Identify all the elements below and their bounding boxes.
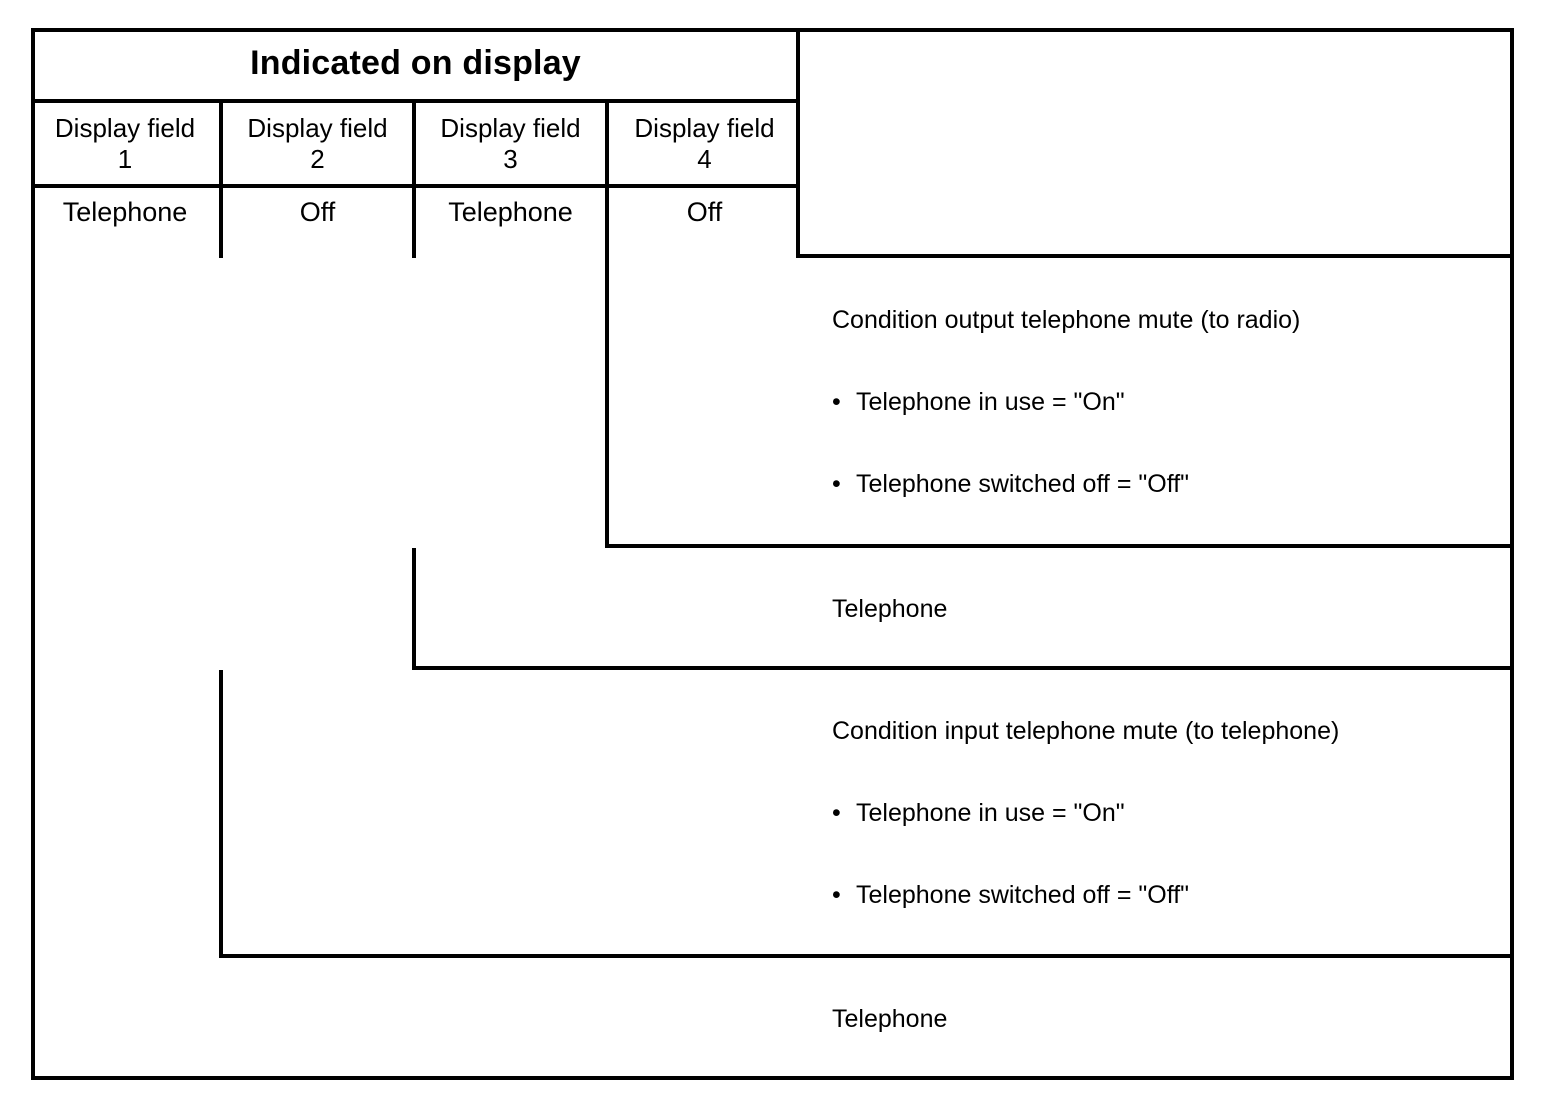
- condition-output-bullet-2: • Telephone switched off = "Off": [832, 470, 1189, 499]
- header-label-line1: Display field: [440, 112, 581, 143]
- bullet-text: Telephone switched off = "Off": [856, 881, 1190, 909]
- bullet-icon: •: [832, 388, 841, 416]
- telephone-label-lower: Telephone: [832, 1005, 948, 1033]
- header-label-line1: Display field: [54, 112, 196, 143]
- condition-input-bullet-2: • Telephone switched off = "Off": [832, 881, 1189, 910]
- condition-input-heading: Condition input telephone mute (to telep…: [832, 717, 1340, 745]
- table-header-cell-1: Display field 1: [31, 103, 223, 184]
- table-header-cell-3: Display field 3: [416, 103, 609, 184]
- bullet-text: Telephone in use = "On": [856, 388, 1125, 416]
- cell-value: Telephone: [448, 197, 573, 227]
- header-label-line1: Display field: [247, 112, 388, 143]
- condition-output-bullet-1: • Telephone in use = "On": [832, 388, 1125, 417]
- divider-condition-output-top: [800, 254, 1514, 258]
- cell-value: Off: [299, 197, 336, 227]
- outer-frame-telephone-lower: [31, 28, 1514, 1080]
- condition-output-heading: Condition output telephone mute (to radi…: [832, 306, 1301, 334]
- block-condition-input-telephone-mute: Condition input telephone mute (to telep…: [832, 670, 1492, 954]
- cell-value: Off: [686, 197, 723, 227]
- table-cell-display-field-2: Off: [223, 188, 416, 258]
- header-label-line2: 2: [310, 143, 325, 174]
- bullet-icon: •: [832, 881, 841, 909]
- bullet-icon: •: [832, 470, 841, 498]
- telephone-label-upper: Telephone: [832, 595, 948, 623]
- cell-value: Telephone: [62, 197, 188, 227]
- header-label-line2: 4: [697, 143, 712, 174]
- table-title-cell: Indicated on display: [31, 28, 800, 103]
- header-label-line2: 1: [117, 143, 133, 174]
- header-label-line2: 3: [503, 143, 518, 174]
- table-data-row: Telephone Off Telephone Off: [31, 188, 800, 258]
- table-cell-display-field-3: Telephone: [416, 188, 609, 258]
- table-cell-display-field-4: Off: [609, 188, 800, 258]
- divider-condition-input-top: [416, 666, 1514, 670]
- wall-block-a-left: [605, 258, 609, 548]
- block-telephone-upper: Telephone: [832, 548, 1492, 666]
- table-header-cell-4: Display field 4: [609, 103, 800, 184]
- condition-input-bullet-1: • Telephone in use = "On": [832, 799, 1125, 828]
- bullet-text: Telephone in use = "On": [856, 799, 1125, 827]
- header-label-line1: Display field: [634, 112, 775, 143]
- wall-block-b-left: [412, 548, 416, 670]
- wall-header-table-right: [796, 28, 800, 258]
- wall-block-c-left: [219, 670, 223, 958]
- bullet-text: Telephone switched off = "Off": [856, 470, 1190, 498]
- table-cell-display-field-1: Telephone: [31, 188, 223, 258]
- block-telephone-lower: Telephone: [832, 958, 1492, 1076]
- block-condition-output-telephone-mute: Condition output telephone mute (to radi…: [832, 258, 1492, 544]
- bullet-icon: •: [832, 799, 841, 827]
- page-title: Indicated on display: [250, 44, 581, 82]
- table-header-row: Display field 1 Display field 2 Display …: [31, 103, 800, 188]
- table-header-cell-2: Display field 2: [223, 103, 416, 184]
- divider-telephone-lower-top: [223, 954, 1514, 958]
- divider-telephone-upper-top: [609, 544, 1514, 548]
